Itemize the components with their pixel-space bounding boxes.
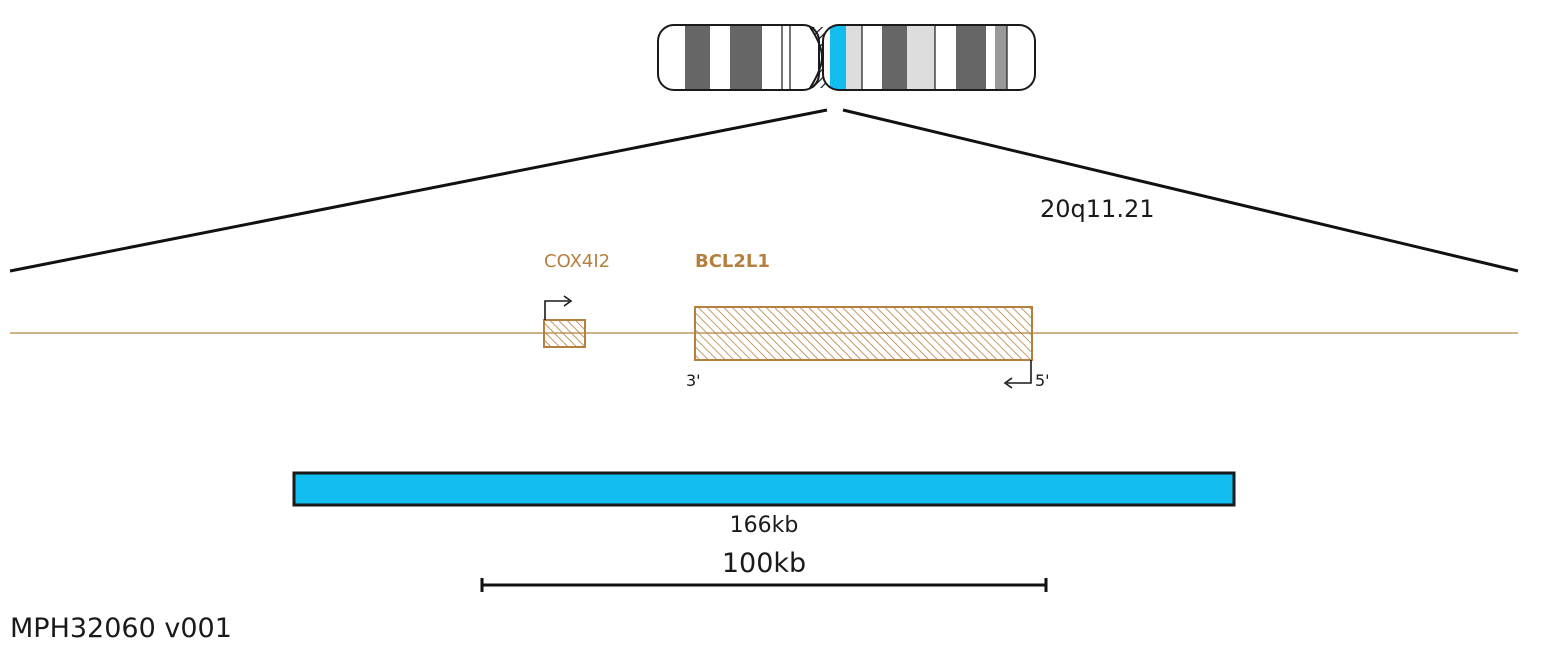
chromosome-q-arm bbox=[823, 25, 1035, 90]
probe-size-label: 166kb bbox=[730, 513, 799, 538]
band-dark bbox=[730, 25, 762, 90]
band-label: 20q11.21 bbox=[1040, 195, 1154, 223]
chromosome-ideogram bbox=[657, 24, 1036, 91]
chromosome-p-arm-outline bbox=[657, 24, 820, 91]
zoom-line-left bbox=[9, 108, 828, 273]
probe-bar bbox=[292, 471, 1236, 507]
catalog-label: MPH32060 v001 bbox=[10, 613, 232, 644]
gene-cox4i2: COX4I2 bbox=[543, 251, 610, 348]
chromosome-p-arm bbox=[658, 25, 819, 90]
gene-bcl2l1: BCL2L1 3' 5' bbox=[686, 251, 1050, 390]
five-prime-label: 5' bbox=[1035, 371, 1050, 390]
gene-cox4i2-label: COX4I2 bbox=[544, 251, 610, 272]
band-mid bbox=[995, 25, 1007, 90]
band-dark bbox=[685, 25, 710, 90]
tss-arrow-forward-icon bbox=[544, 300, 569, 320]
scale-bar: 100kb bbox=[480, 548, 1048, 592]
three-prime-label: 3' bbox=[686, 371, 701, 390]
band-highlight bbox=[830, 25, 846, 90]
tss-arrow-reverse-icon bbox=[1007, 360, 1032, 384]
band-dark bbox=[956, 25, 986, 90]
band-dark bbox=[882, 25, 907, 90]
gene-cox4i2-box bbox=[543, 319, 586, 348]
scale-bar-label: 100kb bbox=[722, 548, 806, 579]
band-light bbox=[907, 25, 935, 90]
gene-bcl2l1-box bbox=[694, 306, 1033, 361]
gene-track: COX4I2 BCL2L1 3' 5' bbox=[10, 251, 1518, 390]
chromosome-q-arm-outline bbox=[822, 24, 1036, 91]
gene-bcl2l1-label: BCL2L1 bbox=[695, 251, 770, 272]
band-light bbox=[846, 25, 862, 90]
zoom-line-right bbox=[842, 108, 1519, 273]
